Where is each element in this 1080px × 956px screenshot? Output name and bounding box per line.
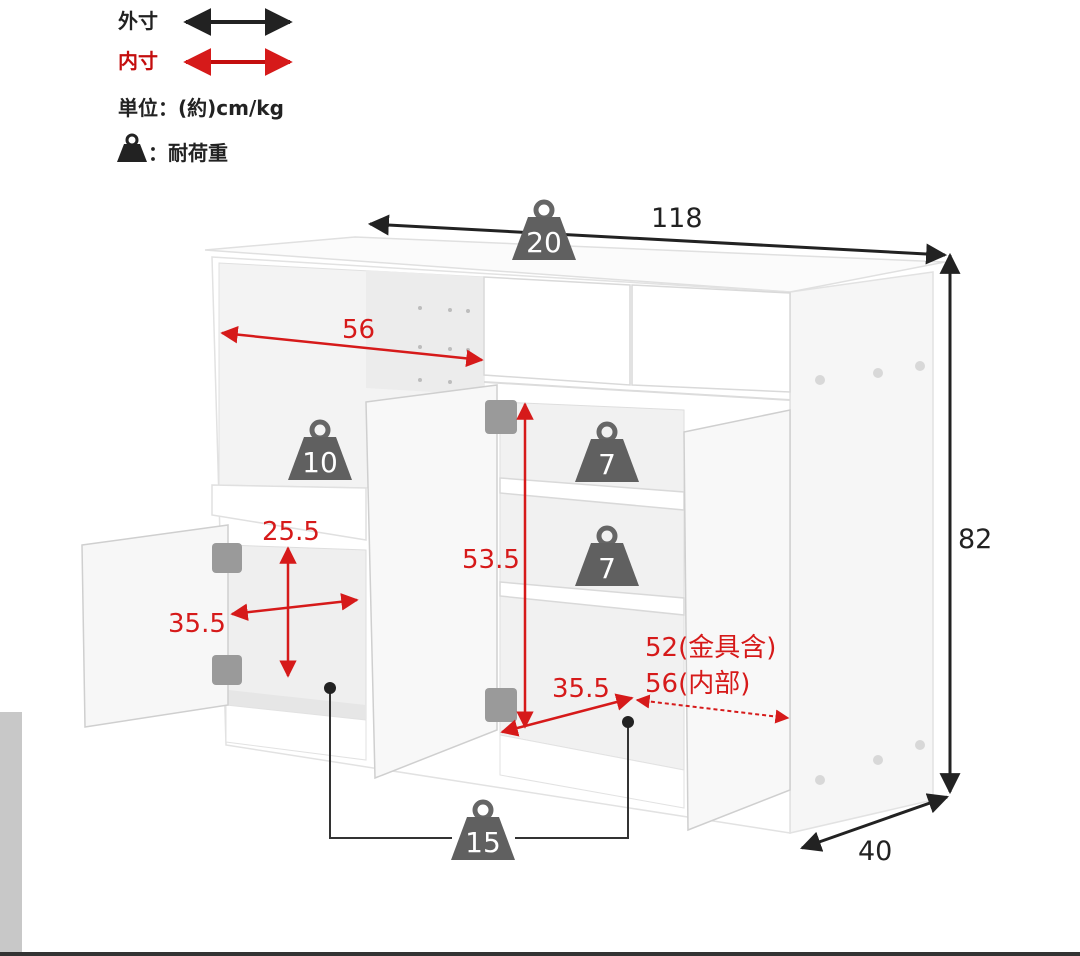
inner-dimensions: 56 25.5 35.5 53.5 35.5 52(金具含) 56(内部) [168, 315, 790, 737]
bottom-load-point-left [324, 682, 336, 694]
left-door [81, 524, 229, 728]
outer-dimensions: 118 82 40 [367, 203, 992, 867]
load-capacity-bottom: 15 [324, 682, 634, 860]
load-capacity-lower-shelf-value: 7 [598, 552, 616, 585]
load-capacity-upper-shelf: 7 [575, 424, 639, 482]
drawer-left [483, 276, 631, 386]
width-value: 118 [651, 203, 703, 234]
legend-unit-label: 単位：(約)cm/kg [118, 96, 284, 120]
bottom-load-point-right [622, 716, 634, 728]
load-capacity-lower-shelf: 7 [575, 528, 639, 586]
load-capacity-open-shelf: 10 [288, 422, 352, 480]
load-capacity-open-shelf-value: 10 [302, 446, 338, 479]
cabinet-side-panel [789, 271, 934, 834]
center-cabinet-depth-arrow [500, 693, 634, 737]
cabinet [81, 236, 946, 834]
load-capacity-bottom-value: 15 [465, 826, 501, 859]
center-cabinet-depth-value: 35.5 [552, 674, 610, 704]
height-value: 82 [958, 524, 992, 555]
width-arrow [367, 214, 948, 265]
left-cabinet-height-value: 25.5 [262, 517, 320, 547]
right-door [683, 409, 791, 832]
drawer-right [631, 284, 791, 393]
open-shelf-back [366, 270, 484, 395]
weight-icon [117, 133, 147, 162]
open-shelf-width-arrow [220, 325, 484, 368]
center-cabinet-width-hardware: 52(金具含) [645, 633, 776, 663]
depth-value: 40 [858, 836, 892, 867]
upper-shelf [499, 477, 685, 511]
bottom-load-connector-right [515, 722, 629, 839]
center-cabinet-height-value: 53.5 [462, 545, 520, 575]
open-shelf-width-value: 56 [342, 315, 375, 345]
legend-load-label: ：耐荷重 [148, 141, 228, 165]
load-capacity-top: 20 [512, 202, 576, 260]
bottom-load-connector [329, 688, 452, 839]
legend-outer-label: 外寸 [118, 9, 158, 33]
left-cabinet-depth-arrow [230, 593, 359, 621]
side-panel-holes [815, 361, 925, 785]
left-door-hinges [212, 543, 242, 685]
center-cabinet-width-inner: 56(内部) [645, 669, 750, 699]
legend: 外寸 内寸 単位：(約)cm/kg ：耐荷重 [117, 8, 293, 165]
center-left-door [365, 384, 498, 780]
drawer-bottom-rail [483, 381, 791, 401]
open-shelf-rail [211, 484, 367, 541]
left-edge-bar [0, 712, 22, 956]
left-cabinet-depth-value: 35.5 [168, 609, 226, 639]
lower-shelf [499, 581, 685, 616]
center-cabinet-base [499, 734, 685, 809]
center-cabinet-width-arrow [635, 694, 790, 724]
depth-arrow [800, 793, 949, 852]
legend-inner-label: 内寸 [118, 49, 158, 73]
bottom-divider [0, 952, 1080, 956]
load-capacity-top-value: 20 [526, 226, 562, 259]
left-cabinet-floor [228, 690, 366, 720]
load-capacity-upper-shelf-value: 7 [598, 448, 616, 481]
